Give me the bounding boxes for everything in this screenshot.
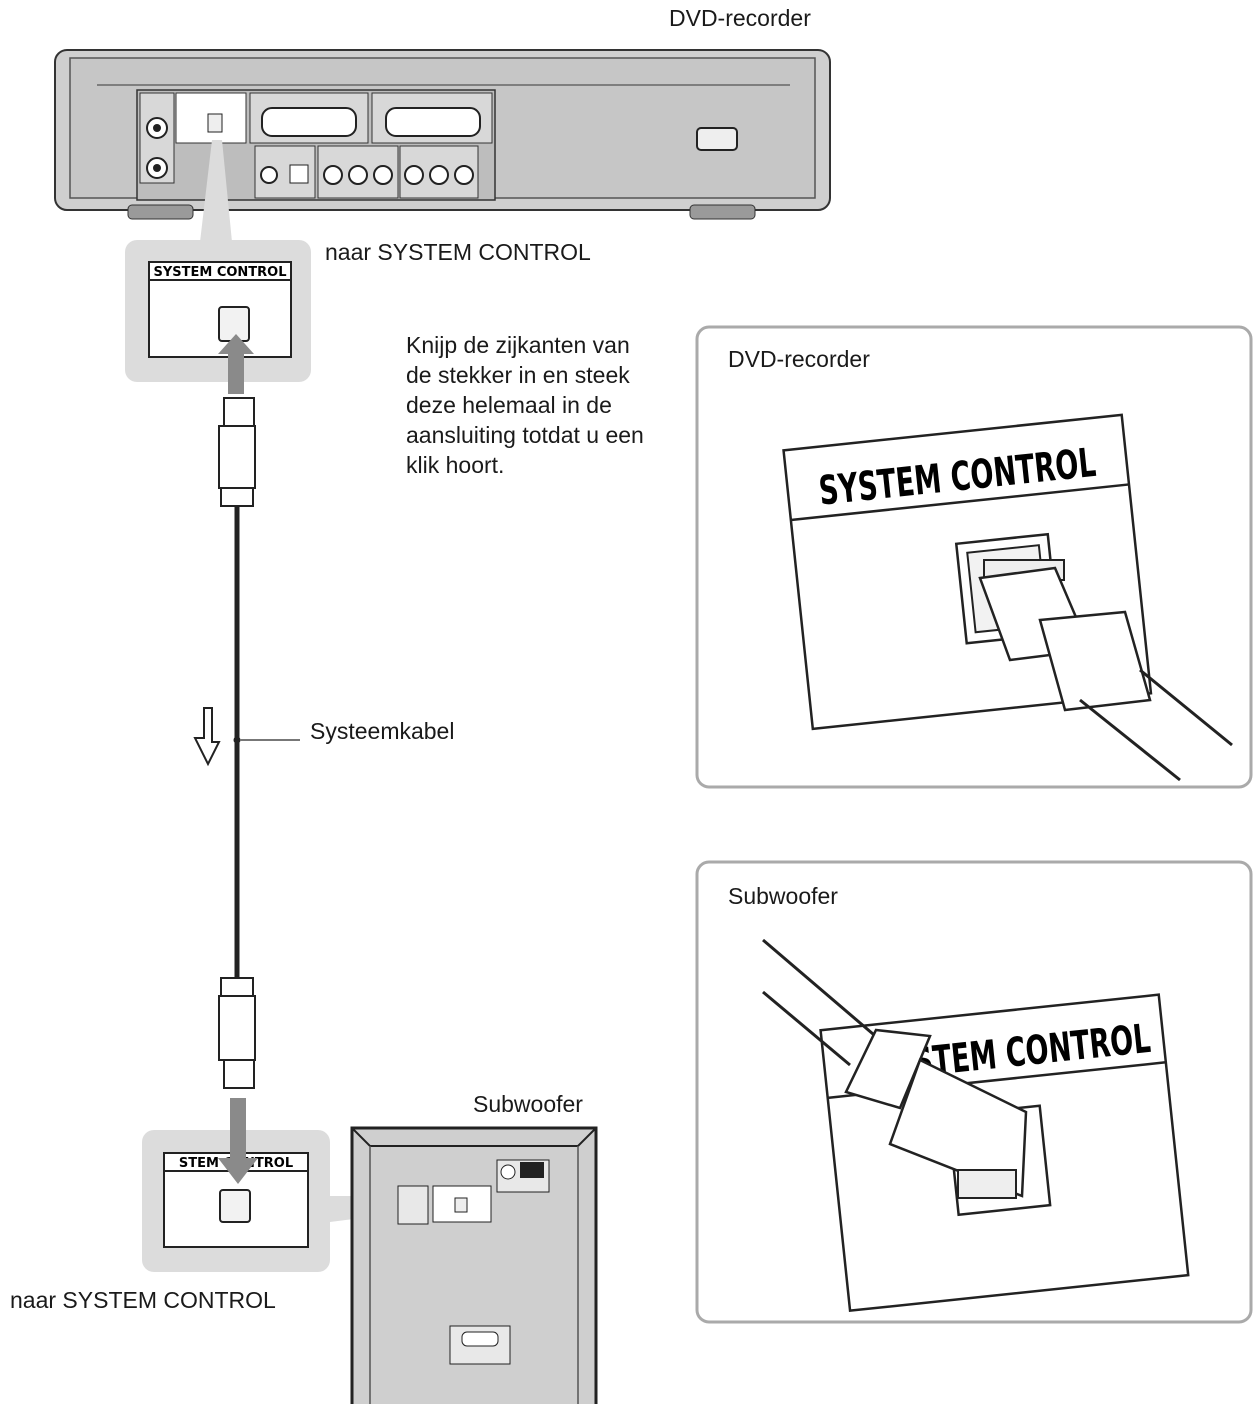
- detail-panel-subwoofer: STEM CONTROL: [695, 860, 1253, 1324]
- top-port-callout: SYSTEM CONTROL: [125, 240, 311, 382]
- insert-arrow-down: [218, 1098, 258, 1184]
- direction-arrow-down: [193, 707, 221, 767]
- sub-panel-title: Subwoofer: [728, 883, 838, 909]
- system-cable-label: Systeemkabel: [310, 718, 455, 744]
- dvd-recorder-rear-panel: [54, 49, 831, 220]
- dvd-recorder-top-label: DVD-recorder: [669, 5, 811, 31]
- subwoofer-bottom-label: Subwoofer: [473, 1091, 583, 1117]
- to-system-control-bottom-label: naar SYSTEM CONTROL: [10, 1287, 276, 1313]
- top-callout-port-label: SYSTEM CONTROL: [153, 265, 286, 280]
- insert-arrow-up: [218, 334, 254, 394]
- callout-wedge-top: [200, 140, 232, 242]
- connection-instruction: Knijp de zijkanten van de stekker in en …: [406, 332, 644, 478]
- detail-panel-dvd: SYSTEM CONTROL: [695, 325, 1253, 789]
- subwoofer-rear-panel: [350, 1126, 598, 1404]
- dvd-panel-title: DVD-recorder: [728, 346, 870, 372]
- dvd-panel-plug: [978, 559, 1233, 782]
- cable-plug-top: [218, 397, 256, 507]
- cable-plug-bottom: [218, 977, 256, 1089]
- to-system-control-top-label: naar SYSTEM CONTROL: [325, 239, 591, 265]
- sub-panel-plug: [762, 938, 1028, 1199]
